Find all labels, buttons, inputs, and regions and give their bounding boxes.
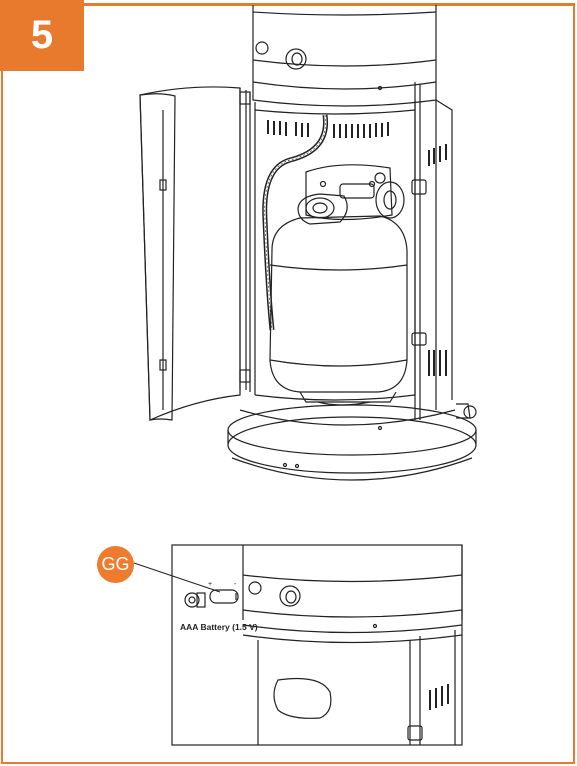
heater-right-wall xyxy=(411,82,453,420)
part-label-gg: GG xyxy=(97,546,134,583)
gas-hose xyxy=(262,114,329,331)
inset-frame xyxy=(171,544,463,746)
svg-text:+: + xyxy=(208,581,212,588)
heater-door-open xyxy=(139,86,251,421)
battery-caption: AAA Battery (1.5 V) xyxy=(180,622,258,632)
page-frame xyxy=(1,3,575,764)
svg-text:-: - xyxy=(234,581,237,588)
aaa-battery: + - xyxy=(208,581,239,604)
step-number-badge: 5 xyxy=(0,0,84,71)
igniter-cap xyxy=(184,592,206,608)
heater-top-housing xyxy=(252,5,437,91)
heater-base xyxy=(227,403,477,481)
